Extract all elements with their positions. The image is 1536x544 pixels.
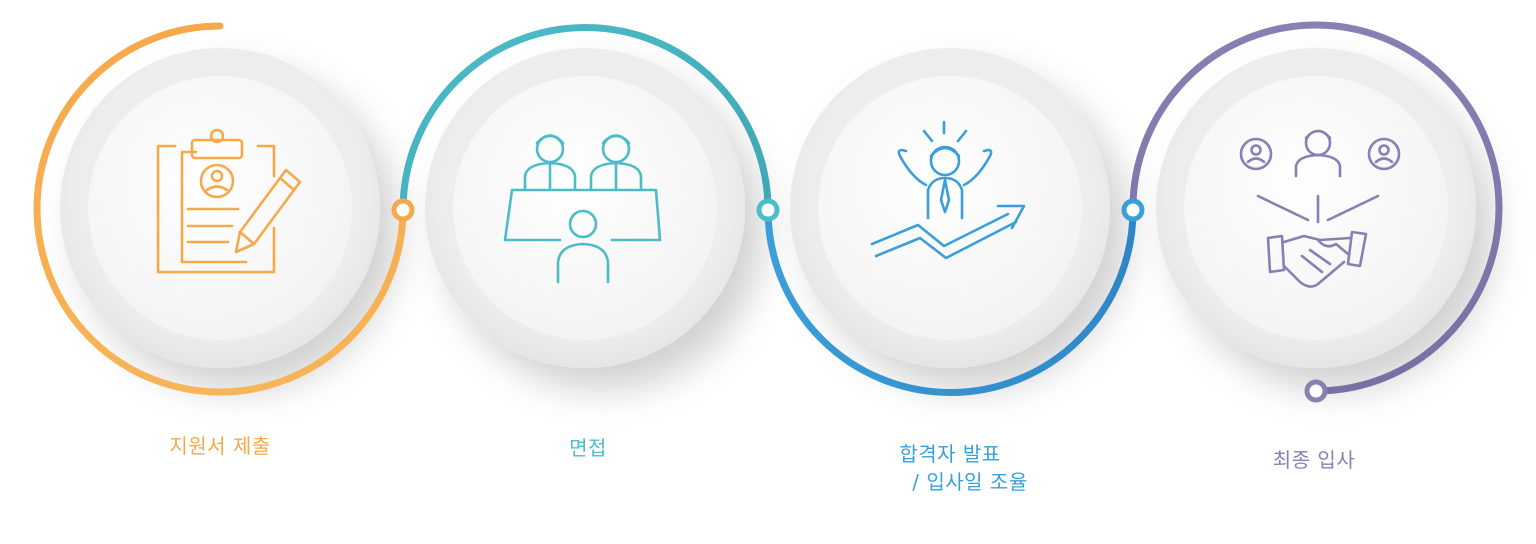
handshake-hire-icon: [1239, 129, 1401, 288]
connector-arcs: [33, 21, 1503, 396]
step-2-node: [425, 48, 745, 368]
step-2-label: 면접: [488, 434, 688, 462]
interview-panel-icon: [503, 134, 662, 284]
connector-dot-3: [1121, 198, 1145, 222]
connector-dot-2: [756, 198, 780, 222]
clipboard-application-icon: [156, 128, 302, 274]
success-growth-icon: [870, 120, 1026, 260]
step-2-label-text: 면접: [569, 436, 607, 460]
step-4-label: 최종 입사: [1214, 446, 1414, 474]
step-1-label: 지원서 제출: [120, 432, 320, 460]
step-4-label-text: 최종 입사: [1272, 448, 1356, 472]
step-3-label-line2: / 입사일 조율: [912, 470, 1028, 494]
connector-dot-1: [391, 198, 415, 222]
connector-dot-end: [1304, 379, 1328, 403]
step-3-node: [790, 48, 1110, 368]
step-3-label: 합격자 발표 / 입사일 조율: [860, 440, 1060, 496]
arc-step-2: [399, 24, 772, 214]
arc-step-1: [33, 22, 407, 396]
step-4-node: [1156, 48, 1476, 368]
step-2-disc-inner: [453, 76, 717, 340]
step-3-disc-inner: [818, 76, 1082, 340]
step-1-label-text: 지원서 제출: [169, 434, 271, 458]
step-3-label-line1: 합격자 발표: [899, 442, 1001, 466]
arc-step-4: [1129, 21, 1503, 395]
step-4-disc-inner: [1184, 76, 1448, 340]
arc-step-3: [764, 206, 1137, 396]
